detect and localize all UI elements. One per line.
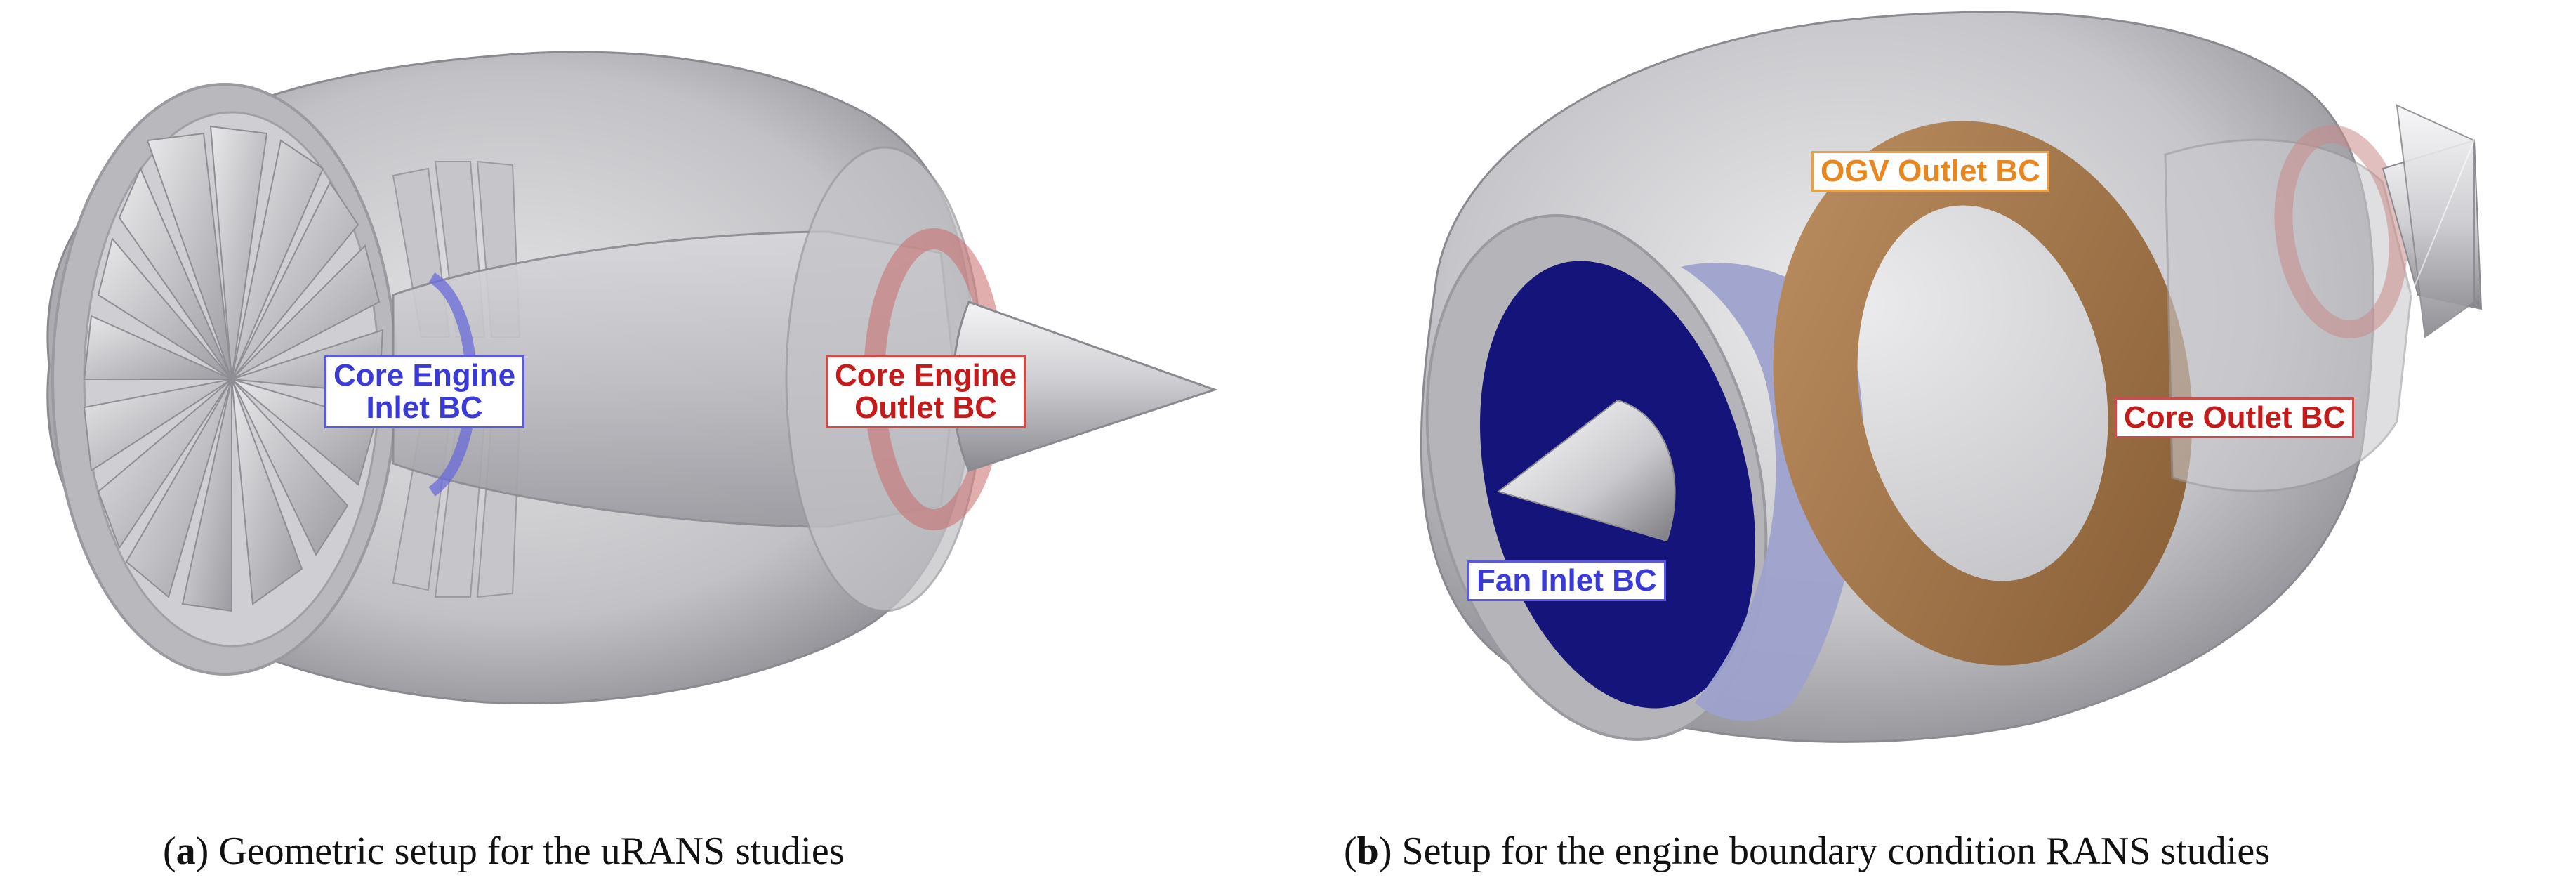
- fan-inlet-bc-label: Fan Inlet BC: [1467, 560, 1666, 601]
- caption-a: (a) Geometric setup for the uRANS studie…: [163, 829, 845, 874]
- outlet-label-line1: Core Engine: [835, 358, 1017, 393]
- caption-a-tag: a: [176, 829, 196, 873]
- inlet-label-line1: Core Engine: [333, 358, 516, 393]
- fan-inlet-label-text: Fan Inlet BC: [1477, 563, 1657, 598]
- outlet-label-line2: Outlet BC: [854, 390, 998, 425]
- caption-b-paren-open: (: [1344, 829, 1357, 873]
- caption-a-paren-close: ): [195, 829, 209, 873]
- ogv-outlet-label-text: OGV Outlet BC: [1821, 154, 2040, 188]
- caption-b-text: Setup for the engine boundary condition …: [1392, 829, 2270, 873]
- caption-b-tag: b: [1356, 829, 1379, 873]
- core-outlet-label-text: Core Outlet BC: [2124, 400, 2346, 435]
- core-outlet-bc-label: Core Outlet BC: [2115, 397, 2355, 438]
- core-engine-outlet-bc-label: Core Engine Outlet BC: [826, 355, 1026, 428]
- panel-a: Core Engine Inlet BC Core Engine Outlet …: [46, 51, 1218, 874]
- fan-blades-a: [83, 125, 384, 612]
- core-outlet-ring-b: [2274, 124, 2407, 339]
- panel-b: OGV Outlet BC Core Outlet BC Fan Inlet B…: [1288, 0, 2576, 894]
- engine-uRANS-render: [46, 51, 1218, 704]
- inlet-label-line2: Inlet BC: [366, 390, 483, 425]
- spinner-cone: [1496, 399, 1676, 542]
- caption-b: (b) Setup for the engine boundary condit…: [1344, 829, 2270, 874]
- caption-a-paren-open: (: [163, 829, 176, 873]
- engine-bc-render: [1420, 11, 2483, 743]
- caption-b-paren-close: ): [1378, 829, 1392, 873]
- core-engine-inlet-bc-label: Core Engine Inlet BC: [324, 355, 525, 428]
- ogv-outlet-bc-label: OGV Outlet BC: [1811, 151, 2049, 192]
- caption-a-text: Geometric setup for the uRANS studies: [209, 829, 845, 873]
